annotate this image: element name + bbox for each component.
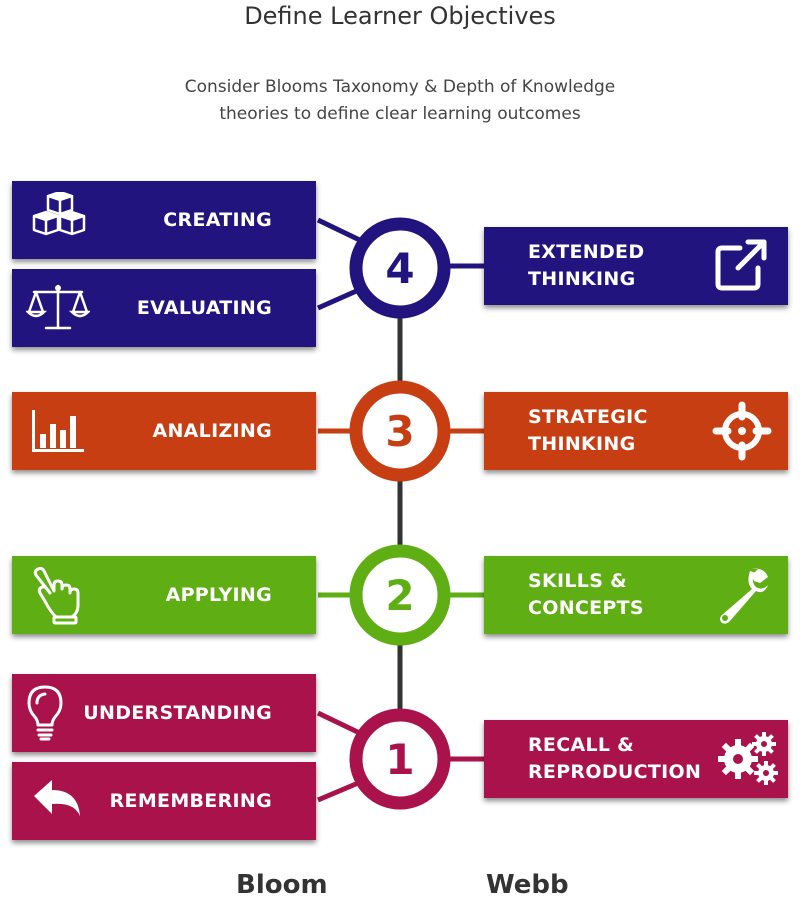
- level-3-number: 3: [385, 406, 415, 456]
- bloom-label-creating: CREATING: [163, 208, 272, 231]
- external-link-icon: [710, 236, 774, 296]
- webb-box-recall-reproduction: RECALL & REPRODUCTION: [484, 720, 788, 798]
- subtitle-line-1: Consider Blooms Taxonomy & Depth of Know…: [184, 77, 616, 97]
- bar-chart-icon: [26, 401, 90, 461]
- level-3-circle: [349, 380, 451, 482]
- bloom-label-understanding: UNDERSTANDING: [83, 701, 272, 724]
- webb-label-skills-concepts: SKILLS & CONCEPTS: [528, 568, 718, 622]
- webb-label-line-1: SKILLS &: [528, 570, 627, 592]
- webb-label-strategic-thinking: STRATEGIC THINKING: [528, 404, 718, 458]
- bloom-box-analizing: ANALIZING: [12, 392, 316, 470]
- level-2-number: 2: [385, 570, 415, 620]
- scale-icon: [26, 278, 90, 338]
- page-title: Define Learner Objectives: [244, 2, 556, 30]
- webb-label-recall-reproduction: RECALL & REPRODUCTION: [528, 732, 718, 786]
- level-2-circle: [349, 544, 451, 646]
- footer-bloom-label: Bloom: [236, 870, 328, 900]
- webb-label-line-2: REPRODUCTION: [528, 761, 702, 783]
- subtitle-line-2: theories to define clear learning outcom…: [219, 104, 581, 124]
- webb-label-line-1: RECALL &: [528, 734, 635, 756]
- webb-box-skills-concepts: SKILLS & CONCEPTS: [484, 556, 788, 634]
- crosshair-icon: [710, 401, 774, 461]
- bloom-box-applying: APPLYING: [12, 556, 316, 634]
- webb-label-line-2: THINKING: [528, 433, 636, 455]
- webb-box-extended-thinking: EXTENDED THINKING: [484, 227, 788, 305]
- level-1-circle: [349, 708, 451, 810]
- level-4-number: 4: [385, 243, 415, 293]
- webb-label-line-1: EXTENDED: [528, 241, 645, 263]
- bloom-label-remembering: REMEMBERING: [109, 789, 272, 812]
- lightbulb-icon: [20, 683, 70, 743]
- gears-icon: [716, 729, 780, 789]
- page-subtitle: Consider Blooms Taxonomy & Depth of Know…: [100, 74, 700, 128]
- bloom-box-understanding: UNDERSTANDING: [12, 674, 316, 752]
- webb-box-strategic-thinking: STRATEGIC THINKING: [484, 392, 788, 470]
- bloom-label-evaluating: EVALUATING: [136, 296, 272, 319]
- level-4-circle: [349, 217, 451, 319]
- webb-label-line-2: CONCEPTS: [528, 597, 644, 619]
- undo-arrow-icon: [26, 771, 90, 831]
- bloom-label-analizing: ANALIZING: [152, 419, 272, 442]
- bloom-box-creating: CREATING: [12, 181, 316, 259]
- wrench-icon: [710, 565, 774, 625]
- footer-webb-label: Webb: [486, 870, 569, 900]
- bloom-box-evaluating: EVALUATING: [12, 269, 316, 347]
- webb-label-extended-thinking: EXTENDED THINKING: [528, 239, 718, 293]
- pointing-hand-icon: [26, 565, 90, 625]
- cubes-icon: [26, 190, 90, 250]
- webb-label-line-2: THINKING: [528, 268, 636, 290]
- webb-label-line-1: STRATEGIC: [528, 406, 648, 428]
- bloom-box-remembering: REMEMBERING: [12, 762, 316, 840]
- level-1-number: 1: [385, 734, 415, 784]
- bloom-label-applying: APPLYING: [165, 583, 272, 606]
